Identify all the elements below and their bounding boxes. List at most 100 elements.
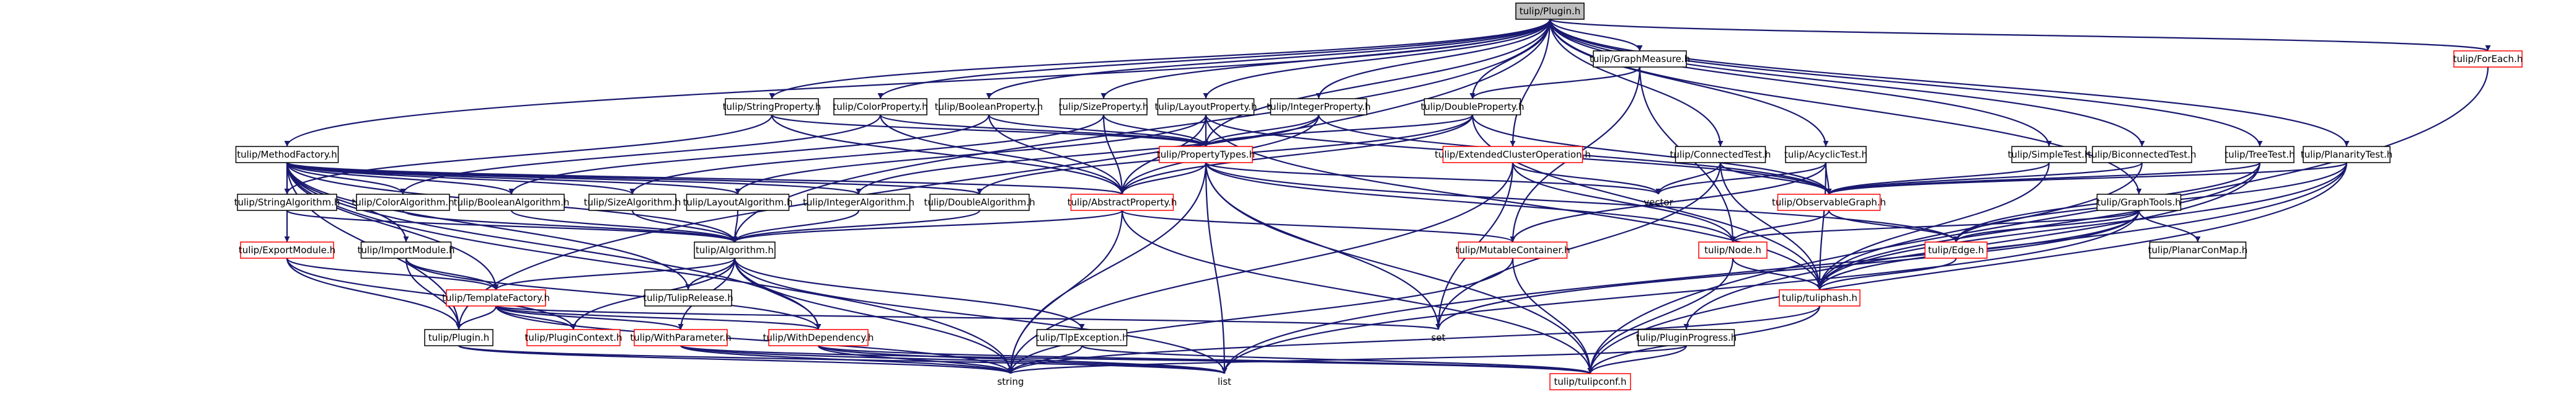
- node-foreach[interactable]: tulip/ForEach.h: [2453, 50, 2523, 68]
- edge-propertytypes-to-vector: [1205, 161, 1662, 196]
- edge-abstractprop-to-string: [1007, 210, 1123, 374]
- node-treetest[interactable]: tulip/TreeTest.h: [2224, 146, 2295, 163]
- edge-observablegraph-to-edge: [1828, 210, 1959, 243]
- edge-doublealgo-to-algorithm: [732, 210, 981, 243]
- node-tulipRelease[interactable]: tulip/TulipRelease.h: [643, 289, 733, 307]
- node-label: tulip/TlpException.h: [1035, 332, 1128, 343]
- edge-graphtools-to-list: [1221, 210, 2140, 374]
- edge-plugin_root-to-foreach: [1549, 18, 2490, 52]
- node-node[interactable]: tulip/Node.h: [1698, 241, 1768, 259]
- edge-pluginprogress-to-tulipconf: [1587, 345, 1688, 374]
- node-label: tulip/SizeAlgorithm.h: [584, 197, 681, 208]
- edge-templatefactory-to-set: [495, 305, 1441, 331]
- edge-acyclictest-to-mutablecontainer: [1510, 162, 1827, 243]
- node-algorithm[interactable]: tulip/Algorithm.h: [694, 241, 776, 259]
- edge-extcluster-to-vector: [1512, 162, 1662, 195]
- node-box: [360, 241, 452, 259]
- node-box: [929, 194, 1030, 211]
- edge-plugin_root-to-pluginh: [456, 19, 1551, 330]
- node-mutablecontainer[interactable]: tulip/MutableContainer.h: [1456, 241, 1570, 259]
- edge-algorithm-to-tulipexception: [733, 258, 1085, 330]
- node-graphmeasure[interactable]: tulip/GraphMeasure.h: [1590, 50, 1690, 68]
- edge-pluginh-to-string: [458, 344, 1014, 375]
- node-connectedtest[interactable]: tulip/ConnectedTest.h: [1670, 146, 1771, 163]
- node-booleanprop[interactable]: tulip/BooleanProperty.h: [935, 98, 1043, 115]
- node-label: tulip/LayoutProperty.h: [1155, 101, 1257, 112]
- node-layoutprop[interactable]: tulip/LayoutProperty.h: [1155, 98, 1257, 115]
- node-biconnectedtest[interactable]: tulip/BiconnectedTest.h: [2087, 146, 2197, 163]
- node-propertytypes[interactable]: tulip/PropertyTypes.h: [1157, 146, 1255, 163]
- node-box: [356, 194, 450, 211]
- node-stringprop[interactable]: tulip/StringProperty.h: [723, 98, 821, 115]
- node-stringalgo[interactable]: tulip/StringAlgorithm.h: [234, 194, 340, 211]
- node-box: [1442, 146, 1583, 163]
- node-graphtools[interactable]: tulip/GraphTools.h: [2096, 194, 2182, 211]
- node-doubleprop[interactable]: tulip/DoubleProperty.h: [1420, 98, 1525, 115]
- node-label: tulip/Plugin.h: [428, 332, 490, 343]
- node-label: tulip/IntegerProperty.h: [1267, 101, 1371, 112]
- node-label: tulip/StringProperty.h: [723, 101, 821, 112]
- node-plugincontext[interactable]: tulip/PluginContext.h: [524, 329, 622, 346]
- node-tuliphash[interactable]: tulip/tuliphash.h: [1779, 289, 1861, 307]
- node-sizeprop[interactable]: tulip/SizeProperty.h: [1059, 98, 1149, 115]
- node-booleanalgo[interactable]: tulip/BooleanAlgorithm.h: [454, 194, 570, 211]
- node-label: tulip/ColorAlgorithm.h: [352, 197, 454, 208]
- node-exportmodule[interactable]: tulip/ExportModule.h: [239, 241, 335, 259]
- node-box: [725, 98, 819, 115]
- edge-node-to-tuliphash: [1732, 258, 1823, 290]
- edge-colorprop-to-coloralgo: [400, 114, 882, 195]
- edge-graphmeasure-to-doubleprop: [1469, 66, 1641, 99]
- node-layoutalgo[interactable]: tulip/LayoutAlgorithm.h: [683, 194, 793, 211]
- node-importmodule[interactable]: tulip/ImportModule.h: [358, 241, 455, 259]
- node-box: [1675, 146, 1766, 163]
- node-label: tulip/TreeTest.h: [2224, 149, 2295, 160]
- node-label: tulip/BiconnectedTest.h: [2087, 149, 2196, 160]
- edge-plugin_root-to-simpletest: [1549, 19, 2052, 147]
- node-box: [1159, 146, 1253, 163]
- node-colorprop[interactable]: tulip/ColorProperty.h: [833, 98, 928, 115]
- node-tulipconf[interactable]: tulip/tulipconf.h: [1549, 373, 1631, 390]
- edge-doubleprop-to-propertytypes: [1203, 114, 1474, 148]
- node-pluginh[interactable]: tulip/Plugin.h: [424, 329, 494, 346]
- edge-exportmodule-to-templatefactory: [286, 258, 499, 290]
- node-label: tulip/ObservableGraph.h: [1772, 197, 1886, 208]
- node-doublealgo[interactable]: tulip/DoubleAlgorithm.h: [924, 194, 1035, 211]
- node-box: [1036, 329, 1128, 346]
- node-integeralgo[interactable]: tulip/IntegerAlgorithm.h: [803, 194, 914, 211]
- node-label: tulip/TulipRelease.h: [643, 292, 733, 303]
- node-tulipexception[interactable]: tulip/TlpException.h: [1035, 329, 1128, 346]
- node-extcluster[interactable]: tulip/ExtendedClusterOperation.h: [1435, 146, 1591, 163]
- node-label: tulip/PluginProgress.h: [1636, 332, 1737, 343]
- node-box: [1270, 98, 1368, 115]
- node-pluginprogress[interactable]: tulip/PluginProgress.h: [1636, 329, 1737, 346]
- node-integerprop[interactable]: tulip/IntegerProperty.h: [1267, 98, 1371, 115]
- node-box: [1593, 50, 1687, 68]
- edge-tulipexception-to-string: [1007, 345, 1083, 374]
- node-box: [1458, 241, 1568, 259]
- node-methodfactory[interactable]: tulip/MethodFactory.h: [235, 146, 339, 163]
- edge-plugin_root-to-treetest: [1549, 19, 2263, 147]
- node-vector: vector: [1644, 197, 1673, 208]
- node-abstractprop[interactable]: tulip/AbstractProperty.h: [1068, 194, 1177, 211]
- node-withdependency[interactable]: tulip/WithDependency.h: [763, 329, 874, 346]
- node-sizealgo[interactable]: tulip/SizeAlgorithm.h: [584, 194, 681, 211]
- node-planaritytest[interactable]: tulip/PlanarityTest.h: [2301, 146, 2392, 163]
- node-label: tulip/PropertyTypes.h: [1157, 149, 1255, 160]
- edge-exportmodule-to-pluginh: [286, 258, 462, 330]
- edge-connectedtest-to-vector: [1655, 162, 1722, 195]
- node-templatefactory[interactable]: tulip/TemplateFactory.h: [442, 289, 550, 307]
- node-simpletest[interactable]: tulip/SimpleTest.h: [2007, 146, 2091, 163]
- node-edge[interactable]: tulip/Edge.h: [1924, 241, 1988, 259]
- node-label: tulip/Edge.h: [1928, 245, 1984, 256]
- node-box: [2149, 241, 2247, 259]
- edge-methodfactory-to-templatefactory: [286, 162, 499, 290]
- node-planarconmap[interactable]: tulip/PlanarConMap.h: [2148, 241, 2248, 259]
- edge-withdependency-to-tulipconf: [817, 344, 1593, 375]
- edge-sizeprop-to-abstractprop: [1102, 114, 1125, 195]
- edge-observablegraph-to-node: [1730, 210, 1830, 243]
- node-coloralgo[interactable]: tulip/ColorAlgorithm.h: [352, 194, 454, 211]
- node-withparameter[interactable]: tulip/WithParameter.h: [630, 329, 732, 346]
- node-observablegraph[interactable]: tulip/ObservableGraph.h: [1772, 194, 1886, 211]
- node-acyclictest[interactable]: tulip/AcyclicTest.h: [1784, 146, 1867, 163]
